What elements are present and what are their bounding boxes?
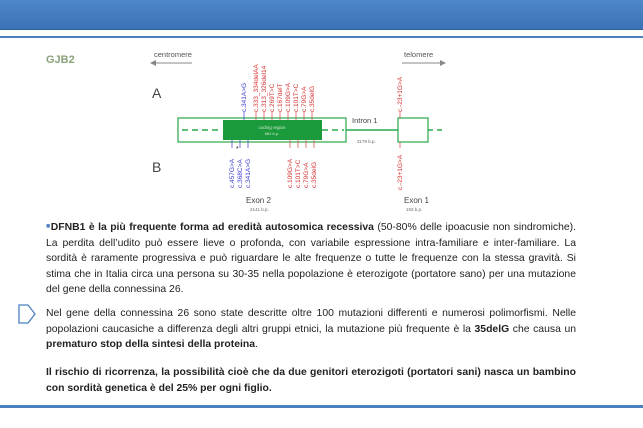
telomere-label: telomere bbox=[404, 50, 433, 59]
paragraph1-bold: DFNB1 è la più frequente forma ad eredit… bbox=[50, 222, 374, 233]
telomere-arrow bbox=[402, 60, 446, 66]
exon2-size: 2141 b.p. bbox=[250, 207, 269, 212]
bottom-divider bbox=[0, 405, 643, 408]
mutation-a-exon1: c.-23+1G>A bbox=[397, 76, 404, 112]
mutation-b-79: c.79G>A bbox=[303, 162, 310, 188]
mutation-b-101: c.101T>C bbox=[295, 159, 302, 188]
mutation-b-35: c.35delG bbox=[311, 162, 318, 188]
mutation-a-333: c.333_334delAA bbox=[253, 64, 260, 112]
row-b-label: B bbox=[152, 159, 161, 175]
exon1-box bbox=[397, 117, 429, 143]
exon2-label: Exon 2 bbox=[246, 196, 271, 205]
coding-region-label: coding region bbox=[258, 125, 286, 130]
connectors-row-a bbox=[243, 112, 401, 120]
paragraph1-rest: (50-80% delle ipoacusie non sindromiche)… bbox=[46, 222, 577, 295]
paragraph-mutations: Nel gene della connessina 26 sono state … bbox=[46, 306, 576, 353]
bullet-icon: ■ bbox=[46, 223, 51, 230]
chevron-right-icon bbox=[18, 304, 36, 324]
intron-label: Intron 1 bbox=[352, 116, 377, 125]
mutation-b-341: c.341A>G bbox=[245, 159, 252, 188]
gene-label: GJB2 bbox=[46, 54, 75, 66]
centromere-arrow bbox=[150, 60, 192, 66]
top-divider bbox=[0, 36, 643, 38]
coding-region bbox=[223, 120, 322, 140]
mutation-b-457: c.457G>A bbox=[229, 158, 236, 188]
coding-region-size: 681 b.p. bbox=[265, 131, 279, 136]
mutation-a-341: c.341A>G bbox=[241, 83, 248, 112]
centromere-label: centromere bbox=[154, 50, 192, 59]
mutation-a-313: c.313_326del14 bbox=[261, 65, 268, 112]
mutation-a-101: c.101T>C bbox=[293, 83, 300, 112]
mutations-row-a: c.341A>G c.333_334delAA c.313_326del14 c… bbox=[241, 64, 404, 112]
marker-star: * bbox=[236, 146, 239, 153]
paragraph2-part1: Nel gene della connessina 26 sono state … bbox=[46, 308, 576, 335]
mutation-a-35: c.35delG bbox=[309, 86, 316, 112]
intron-size: 3179 b.p. bbox=[357, 139, 376, 144]
mutation-b-exon1: c.-23+1G>A bbox=[397, 154, 404, 190]
exon1-label: Exon 1 bbox=[404, 196, 429, 205]
paragraph2-bold2: prematuro stop della sintesi della prote… bbox=[46, 339, 256, 350]
connectors-row-b bbox=[231, 140, 401, 148]
paragraph2-bold1: 35delG bbox=[474, 323, 510, 335]
mutations-row-b: c.457G>A c.368C>A c.341A>G c.109G>A c.10… bbox=[229, 154, 404, 190]
paragraph2-part3: . bbox=[255, 339, 258, 350]
mutation-a-269: c.269T>C bbox=[269, 83, 276, 112]
mutation-b-109: c.109G>A bbox=[287, 158, 294, 188]
mutation-a-109: c.109G>A bbox=[285, 82, 292, 112]
title-bar bbox=[0, 0, 643, 30]
mutation-b-368: c.368C>A bbox=[237, 159, 244, 188]
gjb2-gene-diagram: centromere telomere A B coding region 68… bbox=[150, 50, 446, 212]
mutation-a-167: c.167delT bbox=[277, 83, 284, 112]
row-a-label: A bbox=[152, 85, 162, 101]
paragraph-dfnb1: ■DFNB1 è la più frequente forma ad eredi… bbox=[46, 219, 576, 298]
exon1-size: 193 b.p. bbox=[406, 207, 422, 212]
paragraph2-part2: che causa un bbox=[509, 323, 576, 335]
paragraph-risk: Il rischio di ricorrenza, la possibilità… bbox=[46, 367, 576, 394]
mutation-a-79: c.79G>A bbox=[301, 86, 308, 112]
